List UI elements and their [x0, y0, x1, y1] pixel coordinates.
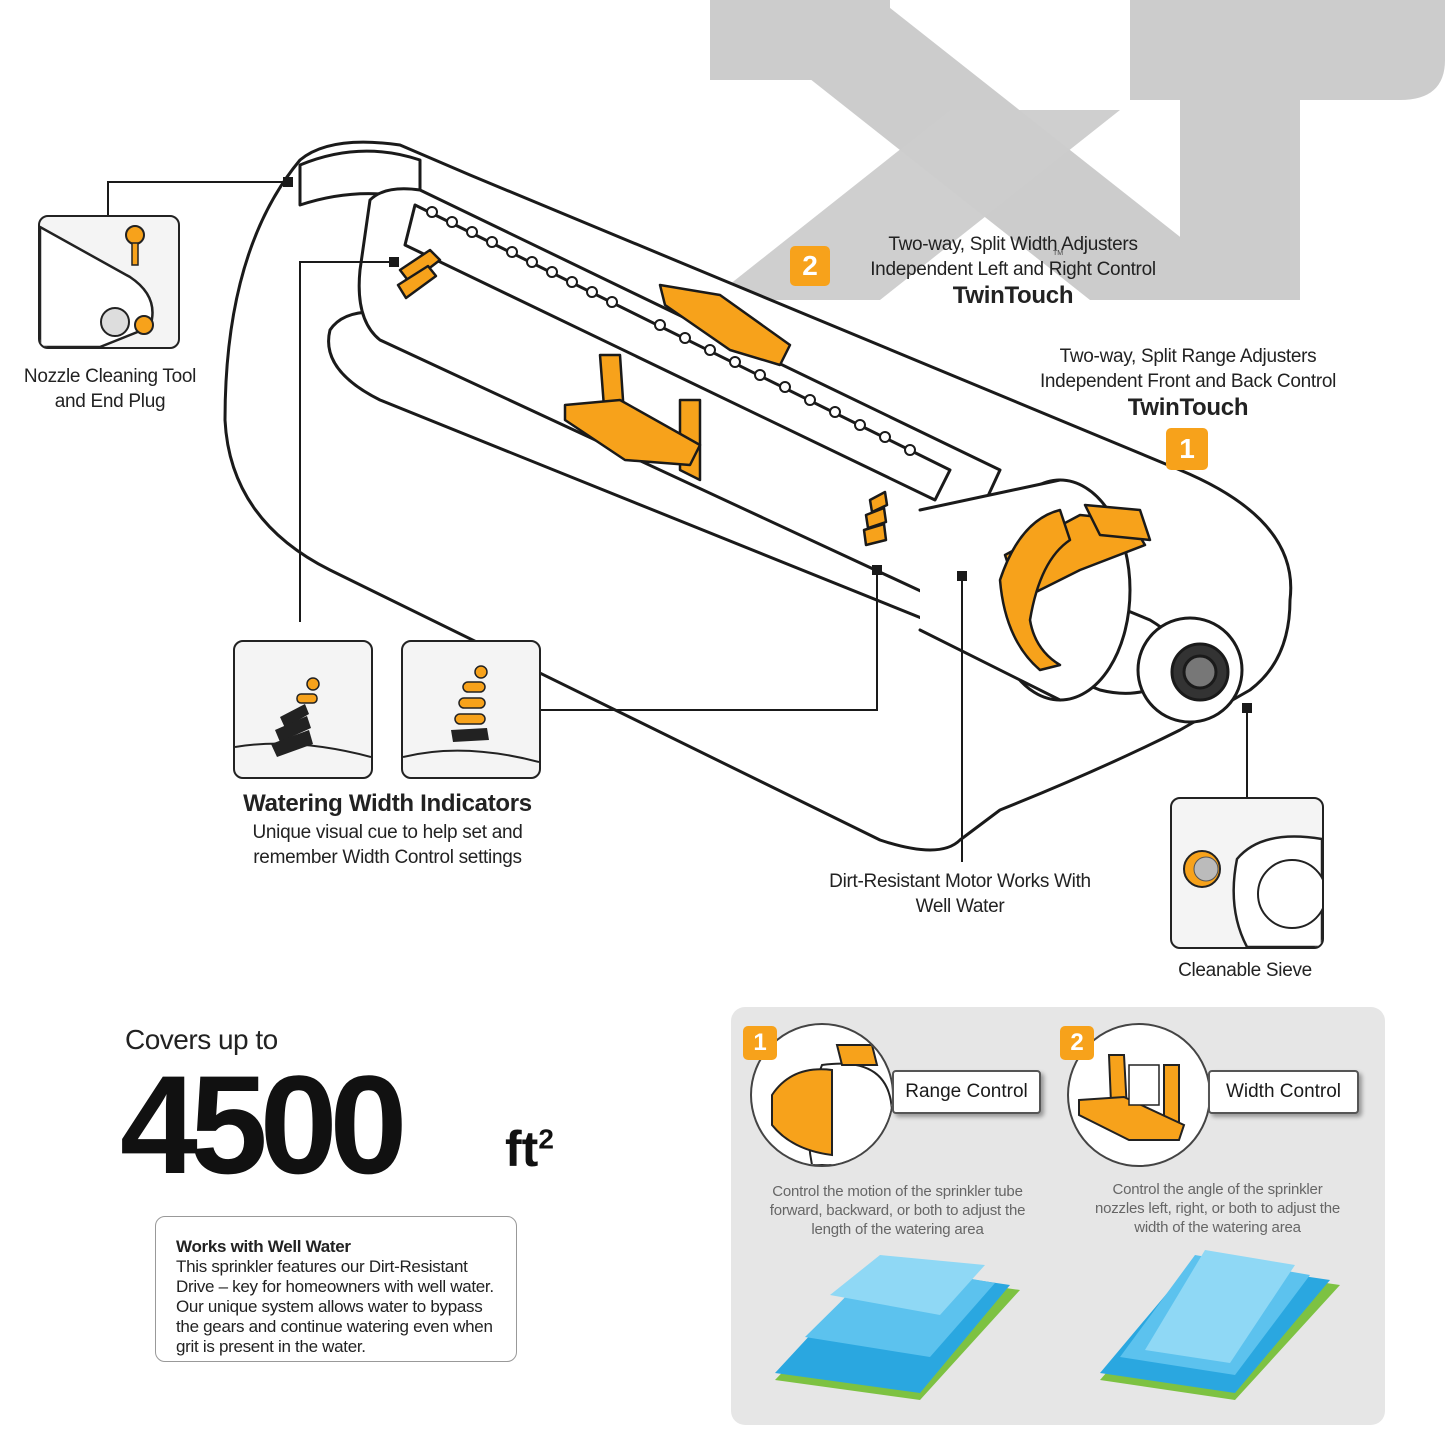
well-water-line: the gears and continue watering even whe…	[176, 1317, 493, 1336]
motor-callout: Dirt-Resistant Motor Works With Well Wat…	[829, 871, 1091, 917]
nozzle-tool-label: Nozzle Cleaning Tool and End Plug	[23, 366, 197, 412]
width-control-badge: 2	[1060, 1026, 1094, 1060]
well-water-line: grit is present in the water.	[176, 1337, 366, 1356]
range-adjusters-callout: Two-way, Split Range Adjusters Independe…	[1008, 344, 1368, 422]
width-control-desc: Control the angle of the sprinkler nozzl…	[1094, 1181, 1341, 1236]
indicator-thumbnail-left	[233, 640, 373, 779]
coverage-exponent: 2	[538, 1123, 554, 1155]
sprinkler-illustration	[107, 140, 1293, 862]
width-adjusters-callout: Two-way, Split Width Adjusters Independe…	[838, 232, 1188, 310]
well-water-line: This sprinkler features our Dirt-Resista…	[176, 1257, 468, 1276]
coverage-unit: ft2	[505, 1121, 554, 1177]
nozzle-tool-thumbnail	[38, 215, 180, 349]
range-control-desc: Control the motion of the sprinkler tube…	[769, 1183, 1026, 1238]
width-indicators-callout: Watering Width Indicators Unique visual …	[205, 788, 570, 870]
coverage-value: 4500	[120, 1046, 407, 1203]
badge-1: 1	[1166, 428, 1208, 470]
indicator-thumbnail-right	[401, 640, 541, 779]
range-area-diagram	[775, 1255, 1020, 1400]
twintouch-brand: TwinTouch	[1127, 394, 1249, 421]
sieve-thumbnail	[1170, 797, 1324, 949]
well-water-title: Works with Well Water	[176, 1237, 351, 1256]
badge-2: 2	[790, 246, 830, 286]
range-control-badge: 1	[743, 1026, 777, 1060]
width-area-diagram	[1100, 1250, 1340, 1400]
width-control-label: Width Control	[1208, 1070, 1359, 1114]
well-water-box: Works with Well Water This sprinkler fea…	[155, 1216, 517, 1362]
sieve-label: Cleanable Sieve	[1178, 960, 1312, 981]
well-water-line: Drive – key for homeowners with well wat…	[176, 1277, 494, 1296]
range-control-label: Range Control	[892, 1070, 1041, 1114]
twintouch-brand: TwinTouch	[952, 282, 1074, 309]
trademark-mark: TM	[1053, 250, 1064, 257]
well-water-line: Our unique system allows water to bypass	[176, 1297, 483, 1316]
coverage-prefix: Covers up to	[125, 1024, 278, 1055]
width-indicators-title: Watering Width Indicators	[243, 790, 532, 817]
